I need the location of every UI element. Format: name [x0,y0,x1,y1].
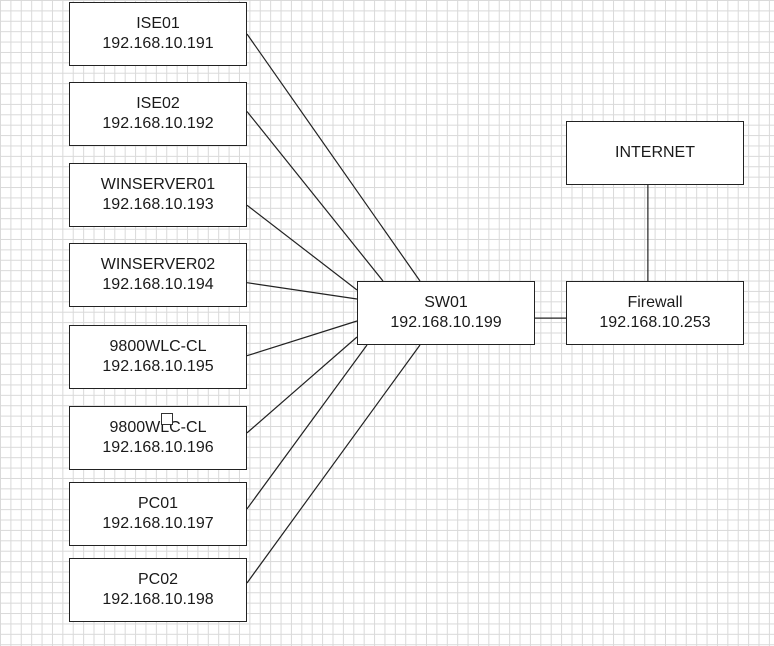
selection-handle[interactable] [161,413,173,425]
link-ise01-sw01 [246,33,421,282]
node-pc01-ip: 192.168.10.197 [102,515,214,532]
node-firewall-name: Firewall [627,294,683,311]
node-pc01-name: PC01 [137,495,179,512]
link-pc01-sw01 [246,344,368,510]
node-ise01[interactable]: ISE01 192.168.10.191 [69,2,247,66]
node-ise01-name: ISE01 [136,15,180,32]
node-internet-name: INTERNET [615,144,695,161]
node-9800wlc-cl-2-name: 9800WLC-CL [109,419,207,436]
node-sw01-name: SW01 [424,294,468,311]
node-9800wlc-cl-2-ip: 192.168.10.196 [102,439,214,456]
link-winsrv02-sw01 [246,282,358,300]
node-winserver01[interactable]: WINSERVER01 192.168.10.193 [69,163,247,227]
node-internet[interactable]: INTERNET [566,121,744,185]
node-pc02-name: PC02 [137,571,179,588]
node-winserver02-ip: 192.168.10.194 [102,276,214,293]
node-winserver02-name: WINSERVER02 [100,256,216,273]
node-ise02[interactable]: ISE02 192.168.10.192 [69,82,247,146]
node-winserver01-name: WINSERVER01 [100,176,216,193]
node-ise02-ip: 192.168.10.192 [102,115,214,132]
node-9800wlc-cl-2[interactable]: 9800WLC-CL 192.168.10.196 [69,406,247,470]
node-ise02-name: ISE02 [136,95,180,112]
node-pc02-ip: 192.168.10.198 [102,591,214,608]
node-pc02[interactable]: PC02 192.168.10.198 [69,558,247,622]
node-firewall[interactable]: Firewall 192.168.10.253 [566,281,744,345]
link-winsrv01-sw01 [246,204,358,291]
link-wlc1-sw01 [246,320,358,357]
node-9800wlc-cl-1-ip: 192.168.10.195 [102,358,214,375]
node-9800wlc-cl-1-name: 9800WLC-CL [109,338,207,355]
node-winserver02[interactable]: WINSERVER02 192.168.10.194 [69,243,247,307]
node-pc01[interactable]: PC01 192.168.10.197 [69,482,247,546]
link-pc02-sw01 [246,344,421,584]
node-winserver01-ip: 192.168.10.193 [102,196,214,213]
node-firewall-ip: 192.168.10.253 [599,314,711,331]
node-9800wlc-cl-1[interactable]: 9800WLC-CL 192.168.10.195 [69,325,247,389]
node-ise01-ip: 192.168.10.191 [102,35,214,52]
link-ise02-sw01 [246,111,384,282]
node-sw01[interactable]: SW01 192.168.10.199 [357,281,535,345]
node-sw01-ip: 192.168.10.199 [390,314,502,331]
link-wlc2-sw01 [246,336,358,434]
